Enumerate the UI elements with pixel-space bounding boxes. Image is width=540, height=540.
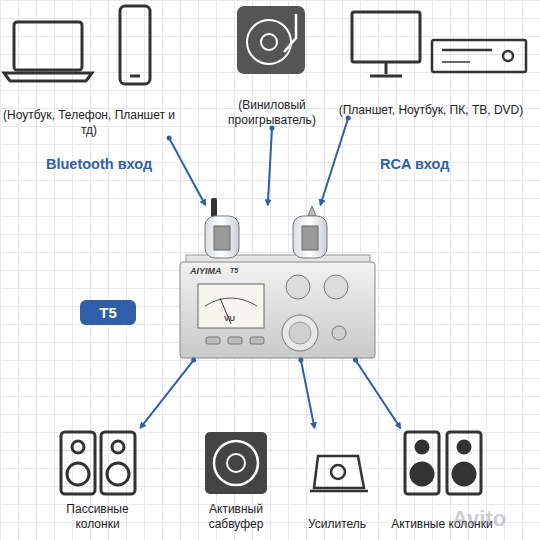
turntable-body [237,6,305,74]
subwoofer-driver [214,441,258,485]
volume-knob [282,315,318,351]
output-device: Усилитель [292,428,382,532]
signal-arrow [140,360,193,428]
speaker-box [405,432,439,494]
active-speakers-icon [405,432,481,494]
watermark: Avito [452,506,506,532]
tube-plate [214,226,230,250]
output-device: Активный сабвуфер [190,428,282,532]
amplifier-knob [331,465,345,479]
node-label: Пассивные колонки [50,502,145,532]
node-label: (Виниловый проигрыватель) [222,98,322,128]
phone-body [120,6,150,84]
headphone-jack [332,326,346,340]
speaker-box [61,432,95,494]
push-button [206,337,220,344]
volume-knob-cap [289,322,311,344]
vacuum-tube [205,216,239,258]
tweeter [72,441,84,453]
tonearm [284,14,296,52]
laptop-icon [4,22,92,81]
signal-arrow [301,360,315,428]
speaker-box [101,432,135,494]
woofer [411,463,433,485]
arrow-tail-dot [298,358,303,363]
input-label: RCA вход [380,156,449,172]
tube-tip [308,206,316,216]
dvd-slot [442,49,492,52]
amplifier-base [310,490,368,493]
amplifier-body [314,456,364,488]
push-button [228,337,242,344]
tube-plate [302,226,318,250]
signal-arrow [268,128,272,205]
vu-meter [198,284,264,328]
subwoofer-cone [227,454,245,472]
tube-amplifier-illustration [180,198,375,358]
speaker-box [447,432,481,494]
model-badge: T5 [80,300,136,325]
node-label: (Планшет, Ноутбук, ПК, ТВ, DVD) [339,103,524,118]
dvd-knob [503,51,513,61]
arrow-tail-dot [191,358,196,363]
woofer [107,463,129,485]
node-label: T5 [99,304,117,321]
arrow-tail-dot [167,136,172,141]
monitor-screen [352,12,420,62]
turntable-record [247,20,291,64]
dvd-body [432,40,526,72]
tube-amplifier: AIYIMA T5 [180,205,375,360]
tweeter [416,441,428,453]
control-knob [286,275,310,299]
monitor-foot [370,75,402,78]
push-button [250,337,264,344]
source-device: (Ноутбук, Телефон, Планшет и тд) [0,0,178,138]
source-device: (Виниловый проигрыватель) [222,0,322,128]
dvd-player-icon [432,40,526,72]
tweeter [458,441,470,453]
dvd-display [442,61,470,63]
meter-label: VU [224,314,235,323]
signal-arrow [169,138,205,205]
arrow-tail-dot [353,358,358,363]
vu-scale [205,298,257,306]
node-sublabel: T5 [230,267,238,274]
node-label: Усилитель [308,517,366,532]
source-device: (Планшет, Ноутбук, ПК, ТВ, DVD) [322,0,540,118]
laptop-base [4,73,92,81]
phone-button [130,75,140,78]
laptop-screen [14,22,82,70]
node-label: (Ноутбук, Телефон, Планшет и тд) [0,108,178,138]
passive-speakers-icon [61,432,135,494]
node-label: Активный сабвуфер [190,502,282,532]
phone-icon [120,6,150,84]
vacuum-tube [293,216,327,258]
monitor-icon [352,12,420,76]
monitor-stand [385,62,388,74]
input-label: Bluetooth вход [46,156,152,172]
subwoofer-icon [205,432,267,494]
amplifier-icon [310,456,368,491]
signal-arrow [320,118,348,205]
woofer [67,463,89,485]
tweeter [112,441,124,453]
turntable-label [261,34,277,50]
control-knob [324,275,348,299]
signal-arrow [356,360,401,428]
amp-front-panel [180,262,375,358]
node-label: AIYIMA [190,266,222,276]
subwoofer-box [205,432,267,494]
woofer [453,463,475,485]
turntable-icon [237,6,305,74]
output-device: Пассивные колонки [50,428,145,532]
